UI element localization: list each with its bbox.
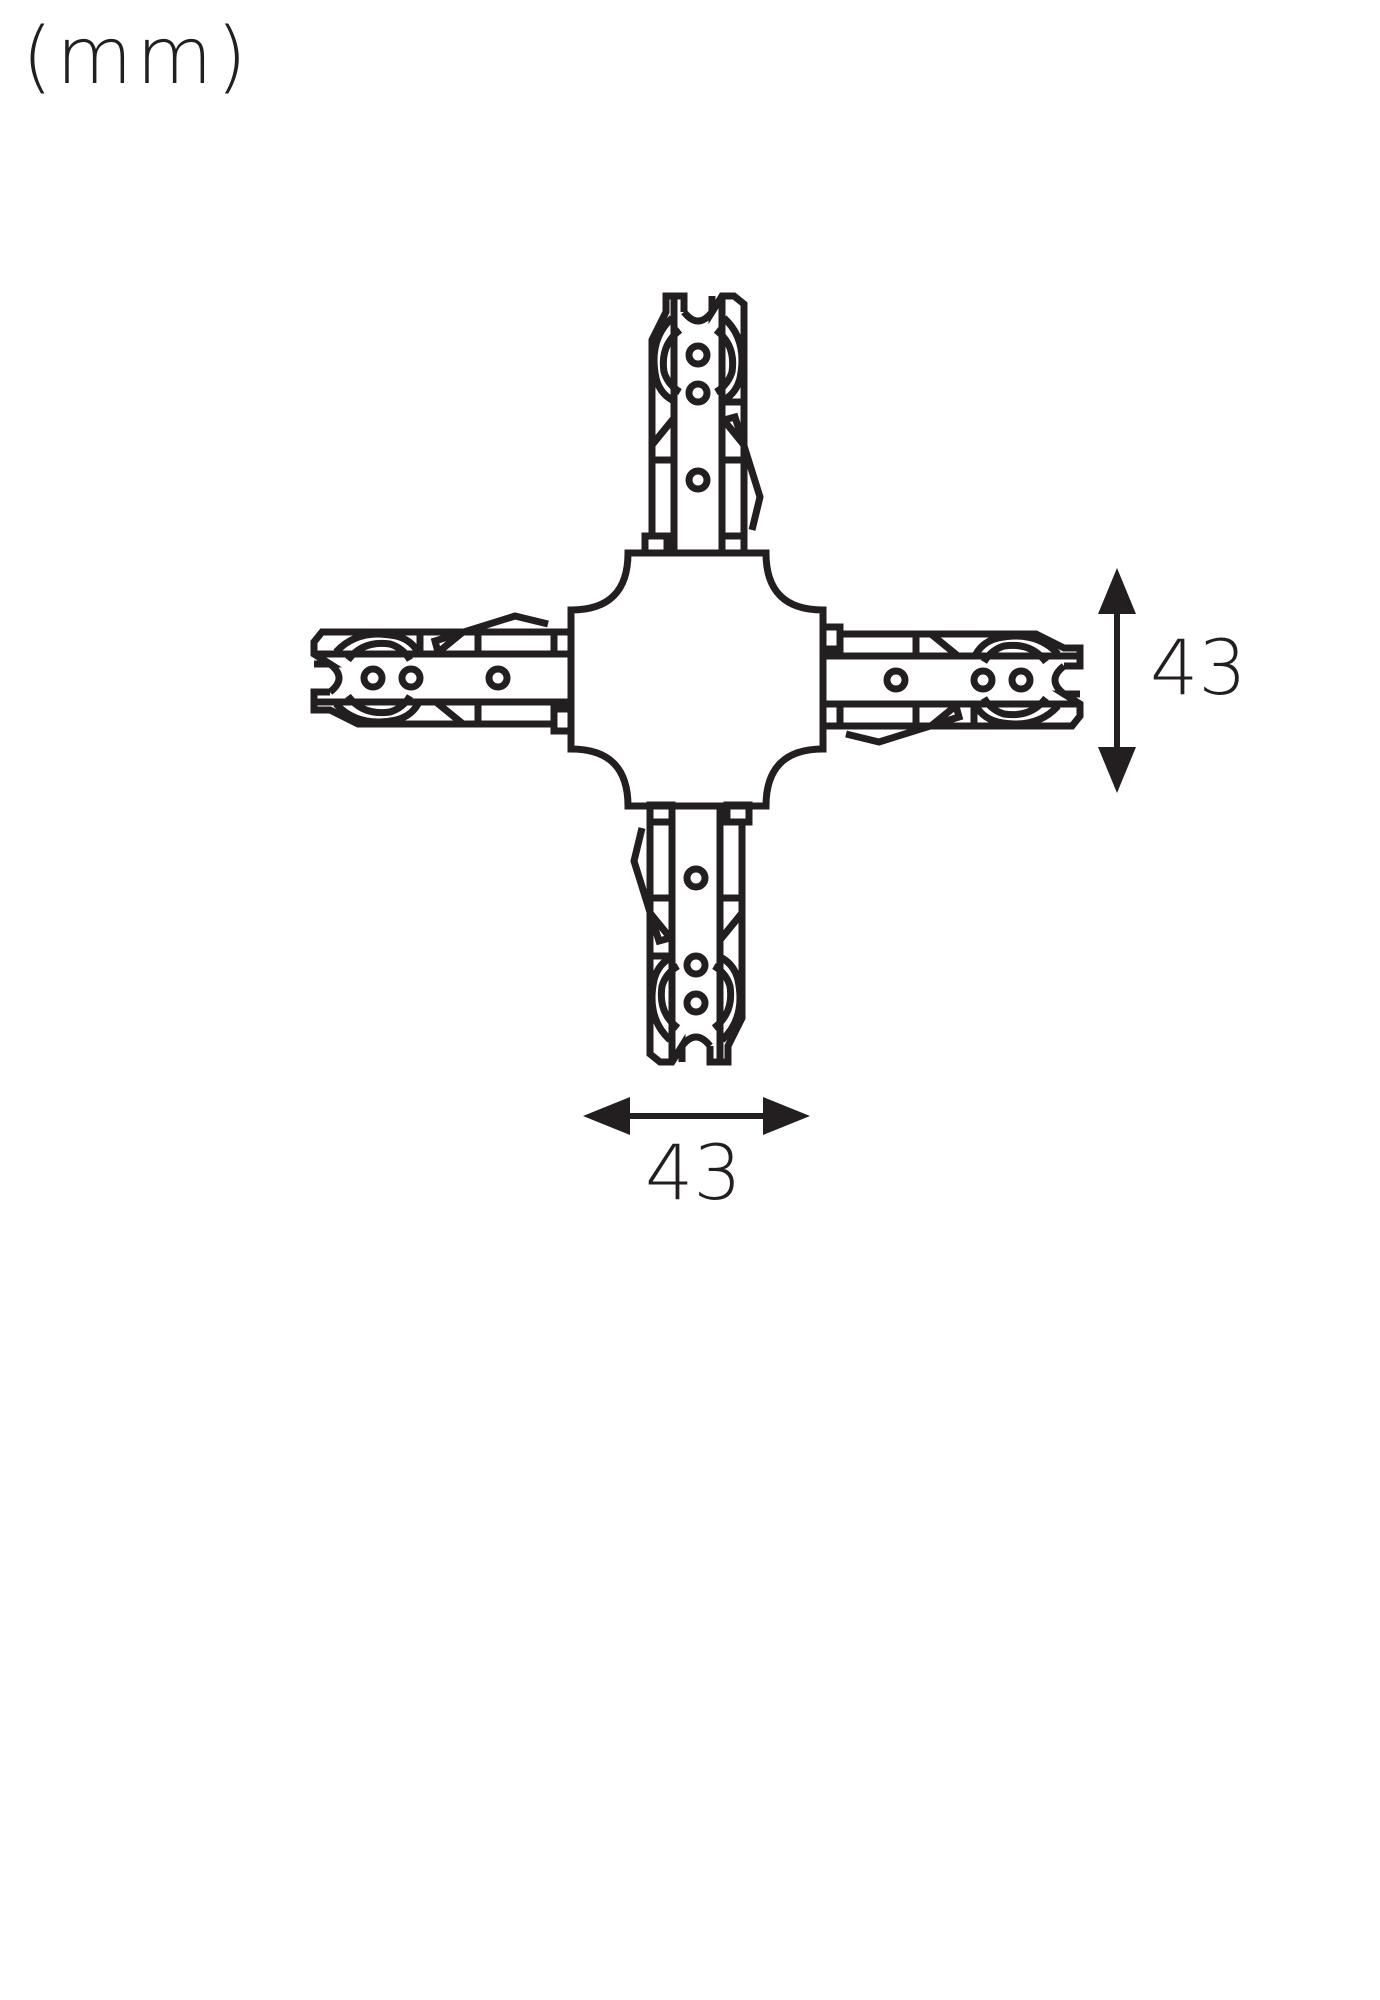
unit-label: (mm) <box>22 12 251 102</box>
horizontal-dimension-arrow <box>583 1097 810 1135</box>
arm-top <box>645 296 760 553</box>
center-body <box>567 549 827 810</box>
vertical-dimension-arrow <box>1098 568 1136 793</box>
vertical-dimension-label: 43 <box>1150 623 1247 712</box>
arm-left <box>314 616 571 731</box>
horizontal-dimension-label: 43 <box>645 1128 742 1217</box>
arm-bottom <box>634 805 749 1062</box>
arm-right <box>823 627 1080 742</box>
